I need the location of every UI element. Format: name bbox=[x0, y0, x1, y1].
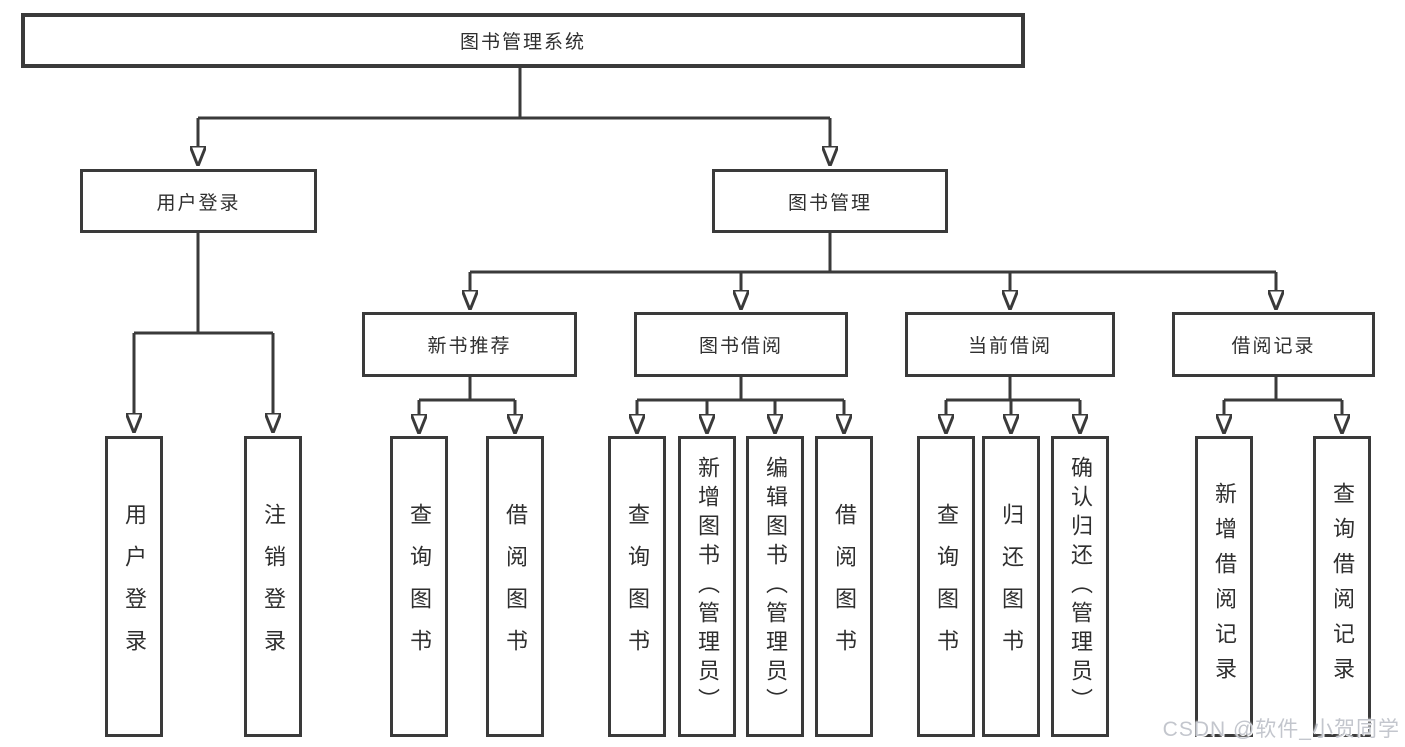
node-label: 查询图书 bbox=[934, 502, 959, 671]
leaf-confirm-return-admin: 确认归还（管理员） bbox=[1051, 436, 1109, 737]
leaf-borrow-books-recommend: 借阅图书 bbox=[486, 436, 544, 737]
leaf-add-borrow-record: 新增借阅记录 bbox=[1195, 436, 1253, 737]
leaf-query-books-current: 查询图书 bbox=[917, 436, 975, 737]
node-book-management: 图书管理 bbox=[712, 169, 948, 233]
node-label: 借阅记录 bbox=[1231, 336, 1316, 357]
node-root-library-system: 图书管理系统 bbox=[21, 13, 1025, 68]
leaf-return-books: 归还图书 bbox=[982, 436, 1040, 737]
node-label: 图书管理系统 bbox=[459, 32, 586, 53]
node-label: 当前借阅 bbox=[967, 336, 1052, 357]
node-label: 借阅图书 bbox=[503, 502, 528, 671]
node-borrowing-records: 借阅记录 bbox=[1172, 312, 1375, 377]
leaf-query-books-recommend: 查询图书 bbox=[390, 436, 448, 737]
node-current-borrowing: 当前借阅 bbox=[905, 312, 1115, 377]
leaf-query-borrow-record: 查询借阅记录 bbox=[1313, 436, 1371, 737]
leaf-borrow-books: 借阅图书 bbox=[815, 436, 873, 737]
node-label: 用户登录 bbox=[156, 192, 241, 214]
watermark: CSDN @软件_小贺同学 bbox=[1162, 718, 1400, 741]
node-label: 图书借阅 bbox=[698, 336, 783, 357]
node-label: 查询借阅记录 bbox=[1330, 481, 1355, 692]
node-label: 新增图书（管理员） bbox=[695, 456, 720, 717]
leaf-add-books-admin: 新增图书（管理员） bbox=[678, 436, 736, 737]
node-label: 归还图书 bbox=[999, 502, 1024, 671]
leaf-user-login: 用户登录 bbox=[105, 436, 163, 737]
node-book-borrowing: 图书借阅 bbox=[634, 312, 848, 377]
node-new-book-recommendation: 新书推荐 bbox=[362, 312, 577, 377]
leaf-query-books-borrowing: 查询图书 bbox=[608, 436, 666, 737]
node-label: 查询图书 bbox=[625, 502, 650, 671]
node-label: 新书推荐 bbox=[427, 336, 512, 357]
node-label: 编辑图书（管理员） bbox=[763, 456, 788, 717]
leaf-logout: 注销登录 bbox=[244, 436, 302, 737]
node-label: 注销登录 bbox=[261, 502, 286, 671]
node-label: 确认归还（管理员） bbox=[1068, 456, 1093, 717]
node-label: 新增借阅记录 bbox=[1212, 481, 1237, 692]
node-label: 借阅图书 bbox=[832, 502, 857, 671]
node-label: 图书管理 bbox=[787, 192, 872, 214]
node-user-login: 用户登录 bbox=[80, 169, 317, 233]
node-label: 查询图书 bbox=[407, 502, 432, 671]
leaf-edit-books-admin: 编辑图书（管理员） bbox=[746, 436, 804, 737]
node-label: 用户登录 bbox=[122, 502, 147, 671]
